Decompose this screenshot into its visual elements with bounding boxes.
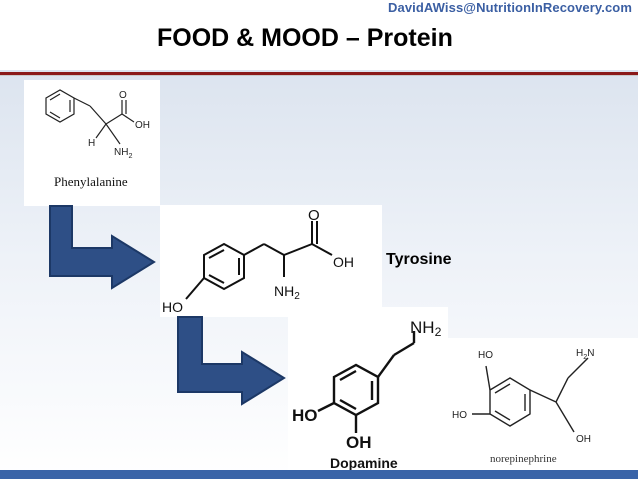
norepinephrine-oh-label: OH — [576, 434, 591, 445]
title-rule-shadow — [0, 75, 638, 76]
bottom-bar — [0, 470, 638, 479]
norepinephrine-ho-top-label: HO — [478, 350, 493, 361]
dopamine-ho-label: HO — [292, 406, 318, 425]
dopamine-oh-label: OH — [346, 433, 372, 452]
dopamine-nh2-label: NH2 — [410, 318, 442, 339]
dopamine-box: NH2 HO OH Dopamine — [288, 307, 448, 471]
tyrosine-structure: O OH NH2 HO — [162, 207, 354, 315]
norepinephrine-name: norepinephrine — [490, 453, 557, 465]
phenylalanine-h-label: H — [88, 138, 95, 149]
norepinephrine-structure: HO H2N HO OH norepinephrine — [452, 348, 594, 465]
tyrosine-name: Tyrosine — [386, 251, 452, 268]
arrow-tyrosine-to-dopamine — [177, 316, 286, 406]
author-email: DavidAWiss@NutritionInRecovery.com — [388, 0, 632, 15]
norepinephrine-box: HO H2N HO OH norepinephrine — [448, 338, 638, 470]
phenylalanine-ring — [45, 89, 75, 123]
dopamine-name: Dopamine — [330, 455, 398, 470]
phenylalanine-oh-label: OH — [135, 120, 150, 131]
phenylalanine-o-label: O — [119, 90, 127, 101]
phenylalanine-nh2-label: NH2 — [114, 147, 132, 160]
slide-title: FOOD & MOOD – Protein — [157, 24, 453, 52]
tyrosine-oh-label: OH — [333, 254, 354, 270]
norepinephrine-h2n-label: H2N — [576, 348, 594, 361]
title-rule — [0, 72, 638, 75]
tyrosine-box: O OH NH2 HO — [160, 205, 382, 317]
phenylalanine-box: O OH H NH2 Phenylalanine — [24, 80, 160, 206]
tyrosine-nh2-label: NH2 — [274, 283, 300, 302]
norepinephrine-ho-left-label: HO — [452, 410, 467, 421]
arrow-phenylalanine-to-tyrosine — [49, 205, 156, 290]
tyrosine-o-label: O — [308, 207, 320, 224]
phenylalanine-structure: O OH H NH2 Phenylalanine — [45, 89, 150, 189]
dopamine-structure: NH2 HO OH Dopamine — [292, 318, 442, 471]
phenylalanine-name: Phenylalanine — [54, 174, 128, 189]
tyrosine-ho-label: HO — [162, 299, 183, 315]
